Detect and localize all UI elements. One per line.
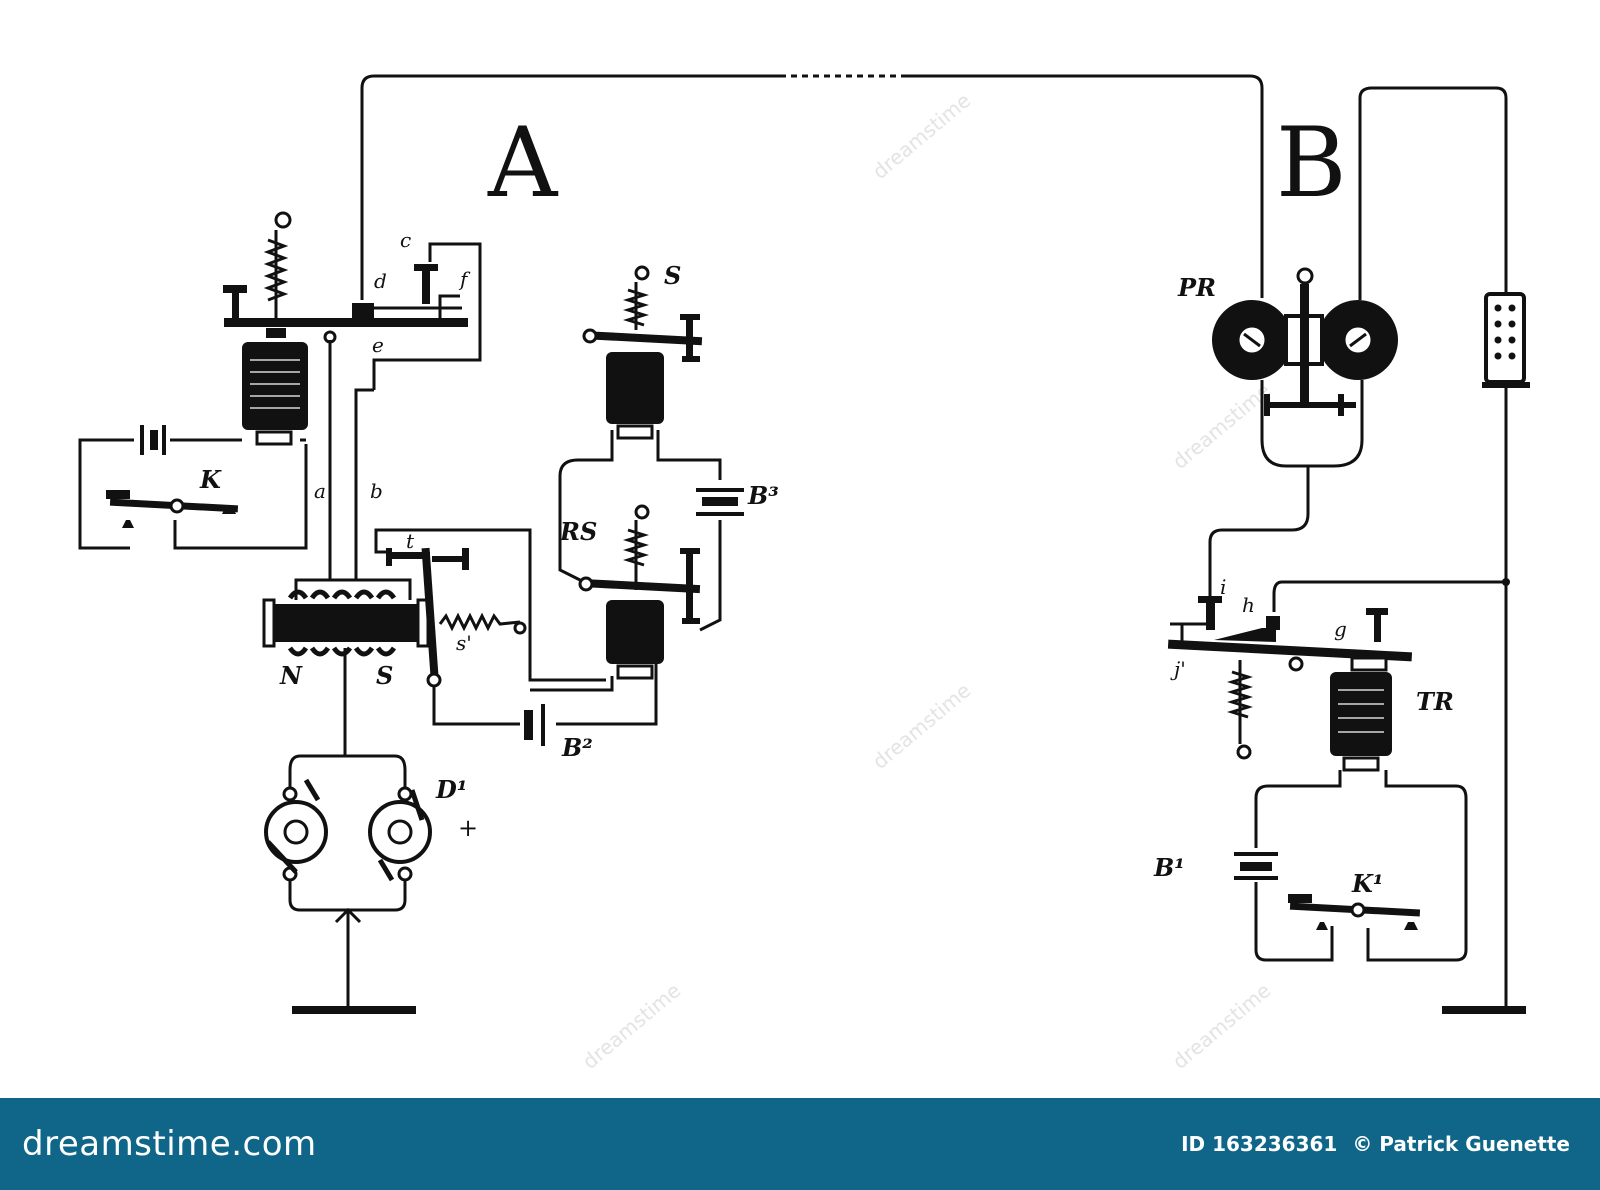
ground-a xyxy=(292,1006,416,1014)
station-b-label: B xyxy=(1276,107,1347,219)
dynamo-pair xyxy=(264,648,432,1008)
image-credit: ID 163236361 © Patrick Guenette xyxy=(1181,1132,1570,1156)
station-a-label: A xyxy=(487,107,559,219)
contact-f-label: f xyxy=(458,267,471,291)
ground-b xyxy=(1442,1006,1526,1014)
lightning-arrester xyxy=(1482,292,1530,388)
contact-e-label: e xyxy=(372,333,384,357)
telegraph-key-k1 xyxy=(1288,894,1421,930)
watermark-text: dreamstime xyxy=(578,978,685,1074)
watermark-text: dreamstime xyxy=(868,88,975,184)
battery-b1 xyxy=(1234,852,1278,880)
relay-sounder-label: RS xyxy=(559,517,597,546)
sounder-s xyxy=(582,265,703,440)
polar-relay-label: PR xyxy=(1177,273,1216,302)
brand-logo-text[interactable]: dreamstime.com xyxy=(22,1124,317,1164)
watermark-text: dreamstime xyxy=(1168,978,1275,1074)
contact-j-label: j' xyxy=(1170,657,1186,681)
watermark-layer: dreamstime dreamstime dreamstime dreamst… xyxy=(578,88,1275,1074)
contact-c-label: c xyxy=(400,228,411,252)
key-k-label: K xyxy=(199,465,222,494)
circuit-diagram: dreamstime dreamstime dreamstime dreamst… xyxy=(78,74,1530,1074)
electromagnet-a xyxy=(242,328,308,446)
key-k1-label: K¹ xyxy=(1351,869,1383,898)
key-k-circuit xyxy=(78,438,308,550)
line-b-return xyxy=(1358,86,1508,1008)
telegraph-key-k xyxy=(106,490,239,528)
contact-g-label: g xyxy=(1334,617,1347,641)
author-credit[interactable]: © Patrick Guenette xyxy=(1352,1132,1570,1156)
pole-s-label: S xyxy=(376,661,393,690)
watermark-text: dreamstime xyxy=(868,678,975,774)
wire-b xyxy=(354,388,374,580)
polarized-magnet xyxy=(262,578,430,657)
battery-b2-label: B² xyxy=(561,733,593,762)
dynamo-d1-label: D¹ xyxy=(435,775,467,804)
sending-key-armature xyxy=(223,211,482,390)
stock-footer-bar: dreamstime.com ID 163236361 © Patrick Gu… xyxy=(0,1098,1600,1190)
sounder-circuit xyxy=(530,430,722,692)
plus-sign-label: + xyxy=(458,814,478,842)
image-id: ID 163236361 xyxy=(1181,1132,1338,1156)
wire-a-label: a xyxy=(314,479,326,503)
sounder-s-label: S xyxy=(664,261,681,290)
transmitter-relay-label: TR xyxy=(1416,687,1454,716)
battery-b1-label: B¹ xyxy=(1153,853,1185,882)
wire-b-label: b xyxy=(370,479,383,503)
contact-t-label: t xyxy=(406,529,415,553)
polar-armature-lever xyxy=(374,528,658,726)
pole-n-label: N xyxy=(279,661,303,690)
contact-d-label: d xyxy=(374,269,387,293)
contact-i-label: i xyxy=(1220,575,1226,599)
contact-h-label: h xyxy=(1242,593,1255,617)
battery-a xyxy=(140,425,166,455)
relay-sounder-rs xyxy=(578,504,701,680)
battery-b3-label: B³ xyxy=(747,481,779,510)
spring-s-label: s' xyxy=(456,631,472,655)
watermark-text: dreamstime xyxy=(1168,378,1275,474)
battery-b3 xyxy=(696,488,744,516)
main-line-wire xyxy=(360,74,1264,300)
transmitter-relay-tr xyxy=(1167,578,1510,772)
battery-b2 xyxy=(524,704,545,746)
local-circuit-b xyxy=(1254,770,1468,962)
polar-relay-pr xyxy=(1208,267,1398,610)
